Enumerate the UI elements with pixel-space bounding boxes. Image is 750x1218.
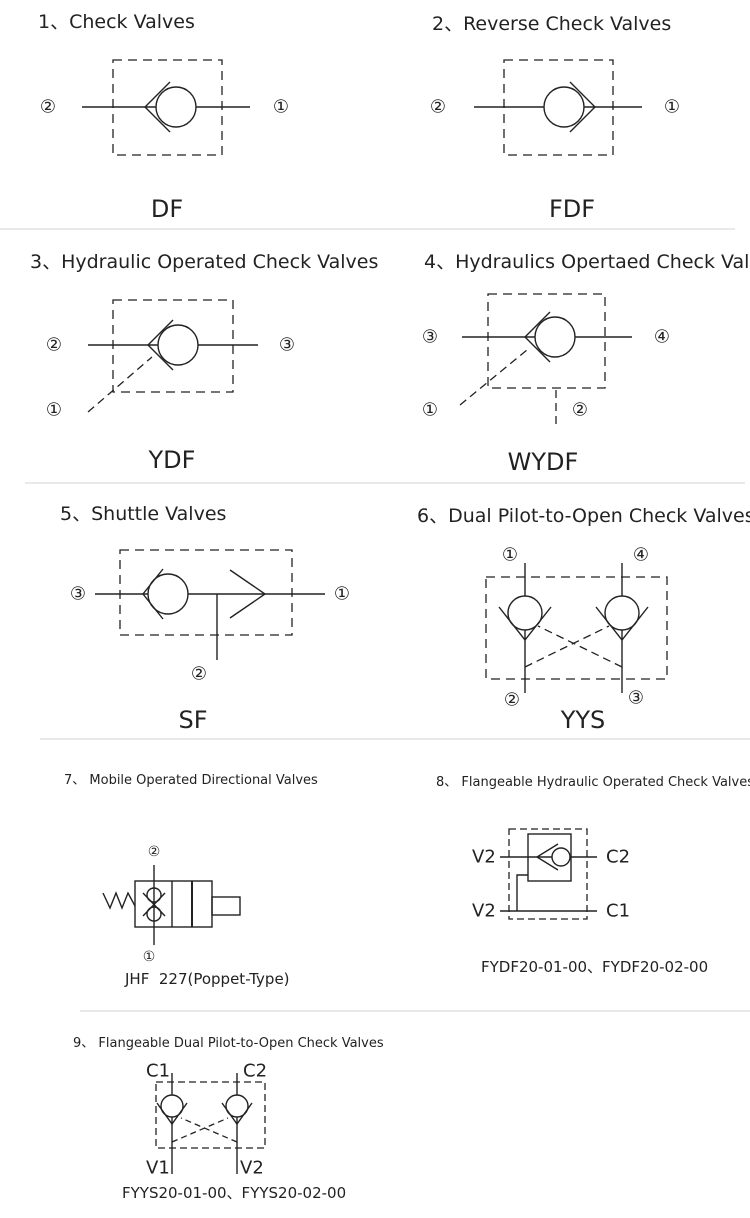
port-label: V2 [240,1158,264,1179]
shuttle-valve-diagram: 5、Shuttle Valves ③ ① ② SF [60,503,350,734]
port-label: C2 [243,1061,267,1082]
section-title: 8、 Flangeable Hydraulic Operated Check V… [436,775,750,790]
port-label: ① [664,97,680,118]
hydraulic-operated-check-valve-diagram: 3、Hydraulic Operated Check Valves ② ③ ① … [30,251,378,474]
port-label: ④ [633,545,649,566]
section-title: 2、Reverse Check Valves [432,13,671,35]
port-label: ① [334,584,350,605]
port-label: ③ [628,688,644,709]
port-label: ① [422,400,438,421]
model-code: JHF 227(Poppet-Type) [124,970,290,988]
port-label: ① [143,949,156,965]
port-label: ② [40,97,56,118]
port-label: ③ [279,335,295,356]
model-code: YYS [560,706,606,734]
port-label: ① [46,400,62,421]
port-label: ① [502,545,518,566]
model-code: SF [178,706,207,734]
mobile-operated-directional-valve-diagram: 7、 Mobile Operated Directional Valves ② … [64,773,318,988]
port-label: V1 [146,1158,170,1179]
hydraulics-operated-check-valve-diagram: 4、Hydraulics Opertaed Check Valves ③ ④ ①… [422,251,750,476]
reverse-check-valve-diagram: 2、Reverse Check Valves ② ① FDF [430,13,680,223]
model-code: FYDF20-01-00、FYDF20-02-00 [481,958,708,976]
port-label: V2 [472,901,496,922]
section-title: 7、 Mobile Operated Directional Valves [64,773,318,788]
port-label: ③ [70,584,86,605]
port-label: ① [273,97,289,118]
port-label: ② [191,664,207,685]
model-code: YDF [148,446,196,474]
model-code: WYDF [508,448,579,476]
port-label: ② [572,400,588,421]
port-label: ② [504,690,520,711]
model-code: DF [151,195,183,223]
section-title: 1、Check Valves [38,11,195,33]
port-label: ③ [422,327,438,348]
section-title: 4、Hydraulics Opertaed Check Valves [424,251,750,273]
flangeable-dual-pilot-check-valve-diagram: 9、 Flangeable Dual Pilot-to-Open Check V… [73,1036,384,1202]
port-label: ② [46,335,62,356]
check-valve-diagram: 1、Check Valves ② ① DF [38,11,289,223]
section-title: 3、Hydraulic Operated Check Valves [30,251,378,273]
port-label: C2 [606,847,630,868]
port-label: ② [148,844,161,860]
port-label: ② [430,97,446,118]
model-code: FYYS20-01-00、FYYS20-02-00 [122,1184,346,1202]
port-label: C1 [146,1061,170,1082]
dual-pilot-check-valve-diagram: 6、Dual Pilot-to-Open Check Valves ① ④ ② … [417,505,750,734]
section-title: 9、 Flangeable Dual Pilot-to-Open Check V… [73,1036,384,1051]
port-label: V2 [472,847,496,868]
model-code: FDF [549,195,595,223]
section-title: 5、Shuttle Valves [60,503,226,525]
port-label: ④ [654,327,670,348]
section-title: 6、Dual Pilot-to-Open Check Valves [417,505,750,527]
port-label: C1 [606,901,630,922]
flangeable-hydraulic-operated-check-valve-diagram: 8、 Flangeable Hydraulic Operated Check V… [436,775,750,976]
